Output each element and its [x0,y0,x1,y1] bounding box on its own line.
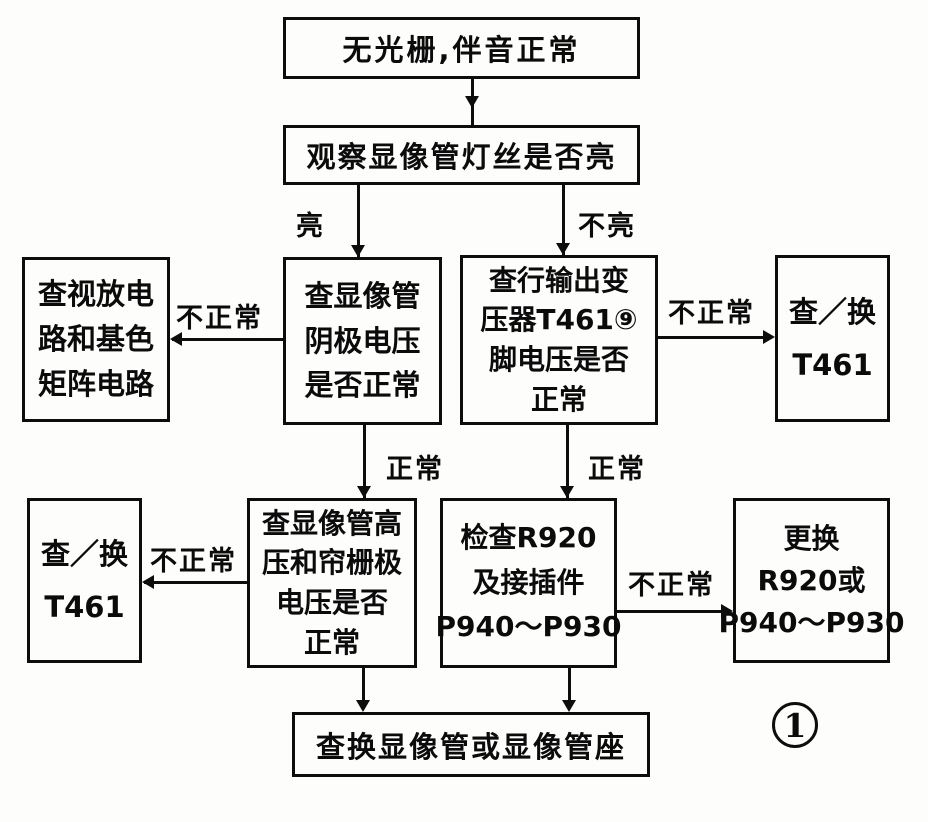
arrowhead-left-icon [142,575,154,589]
node-text-line: 是否正常 [304,368,421,403]
node-replace-r920: 更换 R920或 P940～P930 [719,498,904,663]
arrowhead-down-icon [465,96,479,108]
node-text-line: 查视放电 [37,277,154,312]
connector-cathode-videoamp [172,338,283,341]
node-text-line: 查／换 [788,295,876,330]
node-text-line: 正常 [530,382,587,416]
connector-flyback-t461right [658,336,768,339]
arrowhead-down-icon [357,486,371,498]
node-check-video-amp: 查视放电 路和基色 矩阵电路 [22,257,170,422]
node-text-line: 查显像管高 [261,506,402,540]
node-text-line: R920或 [757,563,866,597]
edge-label-abnormal-row1-right: 不正常 [668,298,755,329]
arrowhead-down-icon [560,486,574,498]
node-observe-filament: 观察显像管灯丝是否亮 [283,125,640,185]
arrowhead-down-icon [556,243,570,255]
node-check-replace-t461-right: 查／换 T461 [775,255,890,422]
edge-label-normal-left: 正常 [386,454,444,485]
node-text-line: 观察显像管灯丝是否亮 [306,140,617,174]
edge-label-lit: 亮 [296,211,325,242]
node-text-line: 查换显像管或显像管座 [315,729,626,764]
node-text-line: 无光栅,伴音正常 [342,33,581,67]
node-check-cathode-voltage: 查显像管 阴极电压 是否正常 [283,257,442,425]
node-text-line: T461 [44,589,125,624]
node-replace-crt-socket: 查换显像管或显像管座 [292,712,650,777]
edge-label-normal-right: 正常 [588,454,646,485]
edge-label-abnormal-row2-right: 不正常 [628,570,715,601]
node-text-line: 正常 [303,625,360,659]
node-text-line: 电压是否 [275,586,388,619]
node-text-line: 更换 [783,521,840,555]
edge-label-abnormal-row2-left: 不正常 [150,546,237,577]
connector-observe-cathode [357,185,360,257]
page-number-badge: 1 [772,702,818,748]
connector-r920-replace [617,610,723,613]
arrowhead-down-icon [351,245,365,257]
edge-label-abnormal-row1-left: 不正常 [176,303,263,334]
edge-label-not-lit: 不亮 [578,211,636,242]
connector-observe-flyback [562,185,565,255]
node-text-line: 查／换 [40,537,128,572]
connector-flyback-r920 [566,425,569,498]
node-text-line: 脚电压是否 [488,343,629,376]
node-check-high-voltage: 查显像管高 压和帘栅极 电压是否 正常 [247,498,417,668]
arrowhead-right-icon [721,604,733,618]
node-start: 无光栅,伴音正常 [283,17,640,79]
connector-cathode-highvoltage [363,425,366,498]
connector-r920-crt [568,668,571,704]
node-text-line: 矩阵电路 [37,366,154,401]
node-text-line: P940～P930 [718,605,905,639]
node-text-line: 查行输出变 [488,263,629,297]
arrowhead-right-icon [763,330,775,344]
node-check-r920-connectors: 检查R920 及接插件 P940～P930 [436,498,621,668]
arrowhead-down-icon [356,700,370,712]
arrowhead-down-icon [562,700,576,712]
node-text-line: 路和基色 [37,322,154,357]
node-text-line: 查显像管 [304,278,421,313]
node-text-line: P940～P930 [435,610,622,644]
node-text-line: 及接插件 [472,565,585,599]
node-text-line: 检查R920 [460,520,597,554]
node-text-line: T461 [792,347,873,382]
node-text-line: 阴极电压 [304,323,421,358]
node-text-line: 压器T461⑨ [480,303,638,337]
connector-highvoltage-crt [362,668,365,704]
connector-highvoltage-t461left [144,581,247,584]
node-check-flyback-pin9: 查行输出变 压器T461⑨ 脚电压是否 正常 [460,255,658,425]
node-check-replace-t461-left: 查／换 T461 [27,498,142,663]
node-text-line: 压和帘栅极 [261,546,402,580]
arrowhead-left-icon [170,332,182,346]
